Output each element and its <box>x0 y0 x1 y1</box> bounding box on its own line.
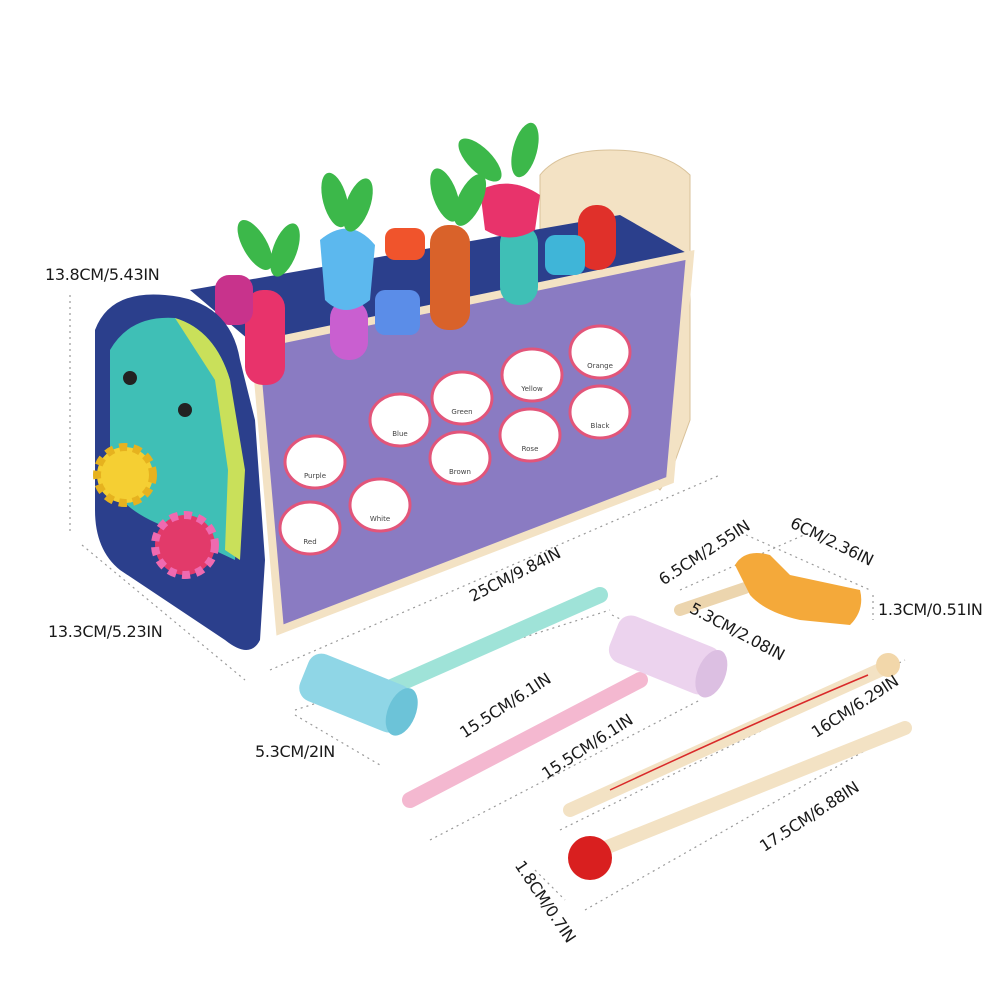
dino-face <box>110 317 240 560</box>
fishing-rod <box>563 663 887 817</box>
maze-windows <box>278 324 632 556</box>
mallet-stick <box>593 721 912 857</box>
fishing-line <box>609 674 869 791</box>
maze-label: Brown <box>449 468 471 476</box>
pink-gear <box>151 511 219 579</box>
maze-labels: Purple Blue Green Yellow Orange Red Whit… <box>303 362 613 546</box>
dino-eye <box>178 403 192 417</box>
dino-eye <box>123 371 137 385</box>
maze-label: Purple <box>304 472 326 480</box>
maze-label: White <box>370 515 390 523</box>
dimension-label: 13.3CM/5.23IN <box>48 622 163 641</box>
pink-hammer-head <box>608 615 728 698</box>
bird-whistle <box>735 552 862 625</box>
maze-label: Rose <box>522 445 539 453</box>
yellow-gear <box>93 443 157 507</box>
maze-label: Orange <box>587 362 613 370</box>
blue-hammer-handle <box>377 587 608 698</box>
maze-label: Green <box>451 408 472 416</box>
red-ball <box>568 836 612 880</box>
bird-peg <box>674 582 751 616</box>
dino-spikes <box>175 318 245 560</box>
pink-hammer-handle <box>402 672 648 808</box>
maze-label: Red <box>303 538 316 546</box>
dimension-label: 1.3CM/0.51IN <box>878 600 983 619</box>
maze-label: Blue <box>392 430 408 438</box>
dimension-label: 5.3CM/2IN <box>255 742 335 761</box>
fishing-rod-tip <box>876 653 900 677</box>
dimension-label: 13.8CM/5.43IN <box>45 265 160 284</box>
dimension-lines <box>69 295 906 911</box>
maze-label: Black <box>591 422 611 430</box>
pegs <box>215 183 616 385</box>
carrot-leaves <box>237 122 539 277</box>
blue-hammer-head <box>299 653 418 736</box>
maze-label: Yellow <box>520 385 543 393</box>
